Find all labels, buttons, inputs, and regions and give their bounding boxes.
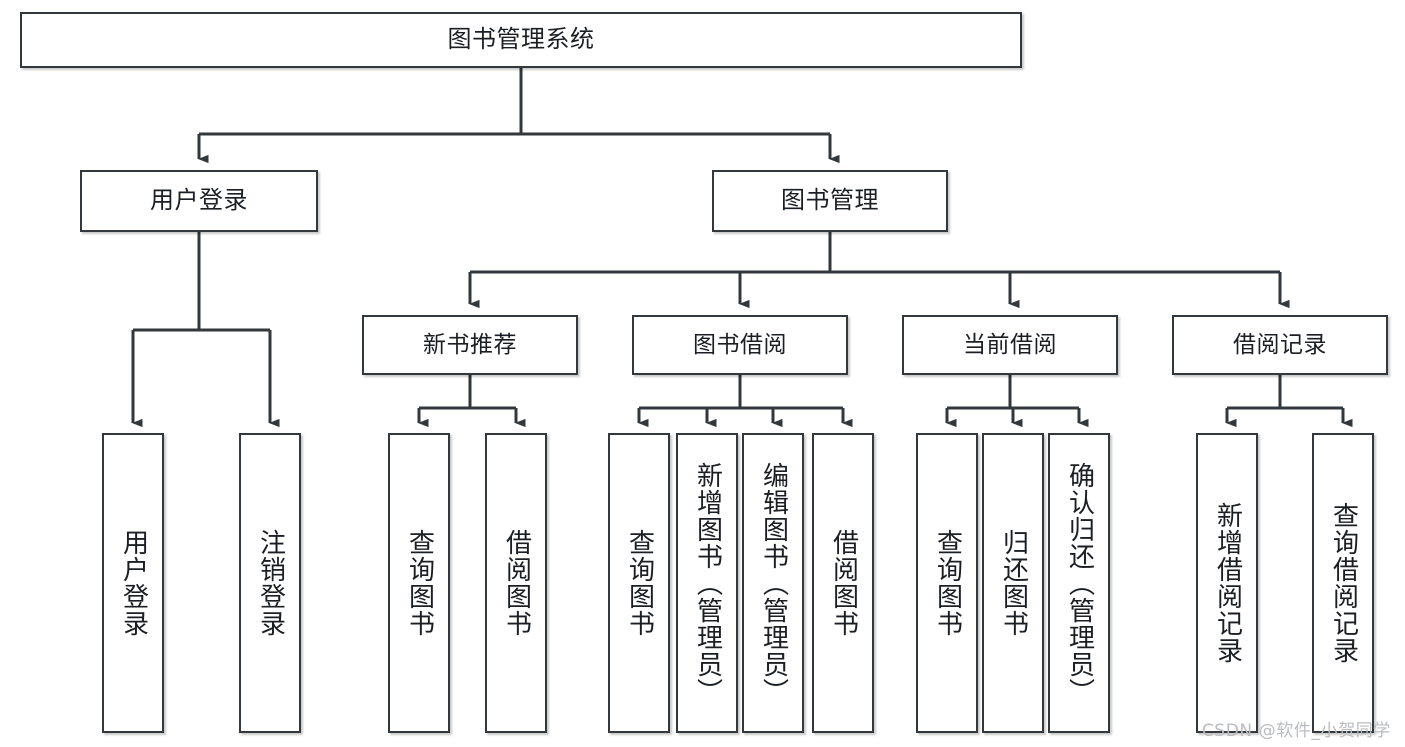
node-user-login-label: 用户登录	[150, 186, 248, 215]
node-leaf-return-book-label: 归还图书	[998, 529, 1029, 637]
node-leaf-add-record[interactable]: 新增借阅记录	[1196, 433, 1258, 733]
node-leaf-user-login-label: 用户登录	[118, 529, 149, 637]
node-new-book-rec[interactable]: 新书推荐	[362, 315, 578, 375]
node-root[interactable]: 图书管理系统	[20, 12, 1022, 68]
node-leaf-add-book-label: 新增图书（管理员）	[692, 461, 723, 705]
node-leaf-borrow-book-a-label: 借阅图书	[501, 529, 532, 637]
node-book-borrow[interactable]: 图书借阅	[632, 315, 848, 375]
node-book-manage-label: 图书管理	[781, 186, 879, 215]
node-current-borrow[interactable]: 当前借阅	[902, 315, 1118, 375]
node-leaf-query-book-b-label: 查询图书	[624, 529, 655, 637]
node-leaf-edit-book-label: 编辑图书（管理员）	[758, 461, 789, 705]
node-leaf-borrow-book-a[interactable]: 借阅图书	[485, 433, 547, 733]
node-leaf-user-logout-label: 注销登录	[255, 529, 286, 637]
node-leaf-borrow-book-b[interactable]: 借阅图书	[812, 433, 874, 733]
node-book-manage[interactable]: 图书管理	[712, 170, 948, 232]
node-leaf-query-record[interactable]: 查询借阅记录	[1312, 433, 1374, 733]
node-borrow-record[interactable]: 借阅记录	[1172, 315, 1388, 375]
node-leaf-borrow-book-b-label: 借阅图书	[828, 529, 859, 637]
node-leaf-confirm-return[interactable]: 确认归还（管理员）	[1048, 433, 1110, 733]
node-leaf-confirm-return-label: 确认归还（管理员）	[1064, 461, 1095, 705]
node-root-label: 图书管理系统	[447, 25, 595, 54]
node-leaf-edit-book[interactable]: 编辑图书（管理员）	[742, 433, 804, 733]
node-leaf-return-book[interactable]: 归还图书	[982, 433, 1044, 733]
node-leaf-user-login[interactable]: 用户登录	[102, 433, 164, 733]
node-leaf-query-book-a[interactable]: 查询图书	[388, 433, 450, 733]
node-leaf-query-record-label: 查询借阅记录	[1328, 502, 1359, 664]
node-user-login[interactable]: 用户登录	[80, 170, 318, 232]
node-book-borrow-label: 图书借阅	[693, 331, 787, 358]
node-leaf-user-logout[interactable]: 注销登录	[239, 433, 301, 733]
node-leaf-query-book-c-label: 查询图书	[932, 529, 963, 637]
node-leaf-add-book[interactable]: 新增图书（管理员）	[676, 433, 738, 733]
node-leaf-query-book-b[interactable]: 查询图书	[608, 433, 670, 733]
node-borrow-record-label: 借阅记录	[1233, 331, 1327, 358]
node-leaf-query-book-c[interactable]: 查询图书	[916, 433, 978, 733]
node-leaf-query-book-a-label: 查询图书	[404, 529, 435, 637]
node-leaf-add-record-label: 新增借阅记录	[1212, 502, 1243, 664]
node-new-book-rec-label: 新书推荐	[423, 331, 517, 358]
node-current-borrow-label: 当前借阅	[963, 331, 1057, 358]
